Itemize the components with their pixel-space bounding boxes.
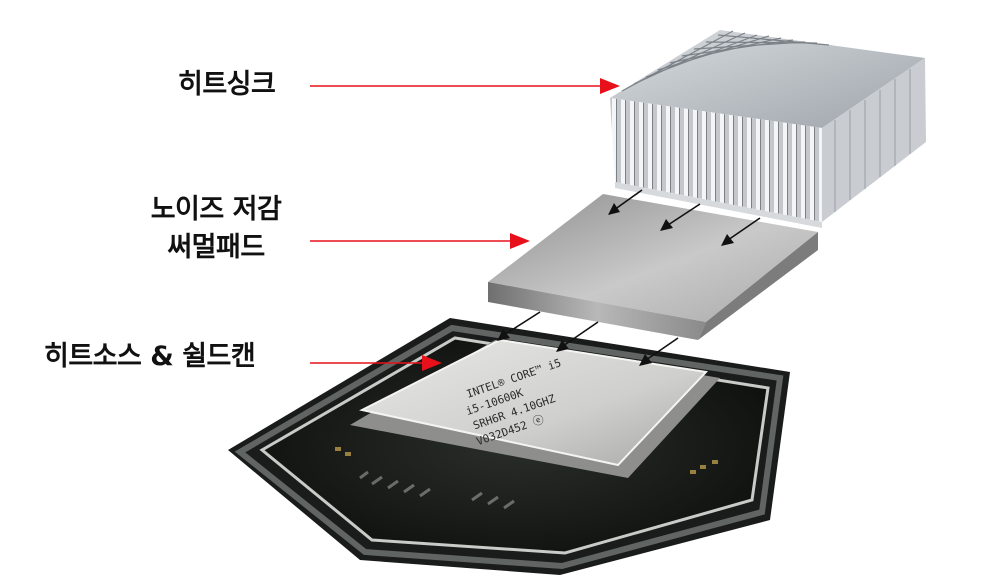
heatsink-side xyxy=(822,58,926,222)
heat-flow-arrows xyxy=(497,189,761,366)
flow-arrow-4 xyxy=(497,311,541,341)
heatsink xyxy=(610,30,926,228)
substrate-stamp xyxy=(359,470,515,510)
cpu-package: INTEL® CORE™ i5 i5-10600K SRH6R 4.10GHZ … xyxy=(228,318,790,575)
heatsink-fin-tops xyxy=(621,30,830,92)
thermal-pad-top xyxy=(488,194,818,322)
heat-source-pointer-arrow xyxy=(310,355,442,371)
heatsink-pointer-arrow xyxy=(310,78,620,94)
heatsink-side-lines xyxy=(834,69,911,212)
thermal-pad-label-line1: 노이즈 저감 xyxy=(150,194,282,225)
thermal-pad-pointer-arrow xyxy=(310,233,530,249)
thermal-pad-front xyxy=(488,282,706,340)
thermal-pad-label-line2: 써멀패드 xyxy=(167,232,265,263)
flow-arrow-5 xyxy=(556,321,599,352)
flow-arrow-1 xyxy=(608,189,643,215)
cpu-contacts xyxy=(335,447,718,474)
flow-arrow-3 xyxy=(721,217,761,246)
heatsink-label: 히트싱크 xyxy=(178,69,276,100)
flow-arrow-6 xyxy=(639,337,679,366)
thermal-pad-label: 노이즈 저감 써멀패드 xyxy=(138,191,294,267)
flow-arrow-2 xyxy=(660,203,701,231)
heat-source-label: 히트소스 & 쉴드캔 xyxy=(44,341,256,372)
integrated-heat-spreader xyxy=(359,338,709,467)
thermal-pad xyxy=(488,194,818,340)
pointer-arrows xyxy=(310,78,620,371)
thermal-pad-side xyxy=(698,232,818,340)
heatsink-front-fins xyxy=(610,98,822,222)
